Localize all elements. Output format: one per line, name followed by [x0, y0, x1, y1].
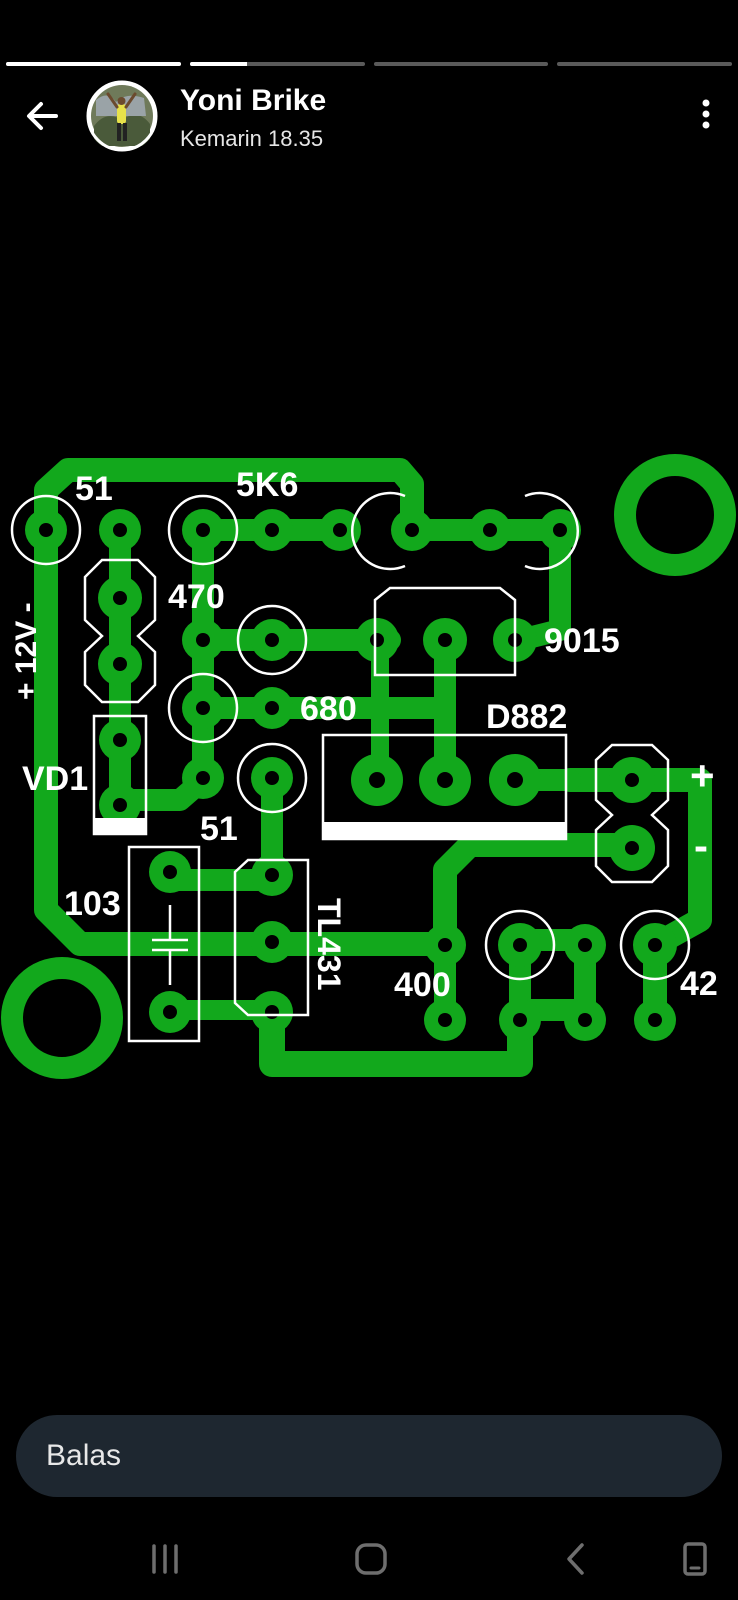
mounting-holes [1, 454, 736, 1079]
story-header: Yoni Brike Kemarin 18.35 [0, 78, 738, 154]
label-tl431: TL431 [311, 898, 347, 990]
story-progress [6, 62, 732, 66]
label-9015: 9015 [544, 622, 620, 660]
label-51-top: 51 [75, 470, 113, 508]
recents-button[interactable] [140, 1534, 190, 1584]
more-vertical-icon [702, 99, 710, 129]
avatar[interactable] [86, 80, 158, 152]
silkscreen [10, 491, 691, 1043]
home-icon [355, 1543, 387, 1575]
label-470: 470 [168, 578, 225, 616]
home-button[interactable] [346, 1534, 396, 1584]
label-400: 400 [394, 966, 451, 1004]
progress-segment-1 [6, 62, 181, 66]
story-image: 51 5K6 470 9015 680 D882 VD1 51 103 400 … [1, 454, 736, 1079]
nav-back-button[interactable] [552, 1534, 602, 1584]
label-vd1: VD1 [22, 760, 88, 798]
label-plus: + [690, 752, 715, 799]
back-button[interactable] [22, 96, 62, 136]
silk-labels: 51 5K6 470 9015 680 D882 VD1 51 103 400 … [10, 466, 718, 1004]
reply-box[interactable] [16, 1415, 722, 1497]
arrow-left-icon [27, 102, 58, 130]
label-minus: - [694, 822, 708, 869]
drill-holes [39, 523, 662, 1027]
progress-segment-4 [557, 62, 732, 66]
chevron-left-icon [567, 1543, 584, 1575]
rotate-button[interactable] [670, 1534, 720, 1584]
label-d882: D882 [486, 698, 567, 736]
rotate-icon [683, 1542, 707, 1576]
story-timestamp: Kemarin 18.35 [180, 126, 324, 151]
more-options-button[interactable] [696, 94, 716, 134]
label-680: 680 [300, 690, 357, 728]
label-12v: + 12V - [10, 602, 43, 700]
label-103: 103 [64, 885, 121, 923]
user-name[interactable]: Yoni Brike [180, 84, 327, 117]
label-51-bottom: 51 [200, 810, 238, 848]
label-5k6: 5K6 [236, 466, 298, 504]
progress-segment-3 [373, 62, 549, 66]
progress-segment-2 [189, 62, 365, 66]
reply-input[interactable] [44, 1438, 722, 1474]
label-42: 42 [680, 965, 718, 1003]
recents-icon [152, 1544, 178, 1574]
system-navbar [0, 1520, 738, 1600]
